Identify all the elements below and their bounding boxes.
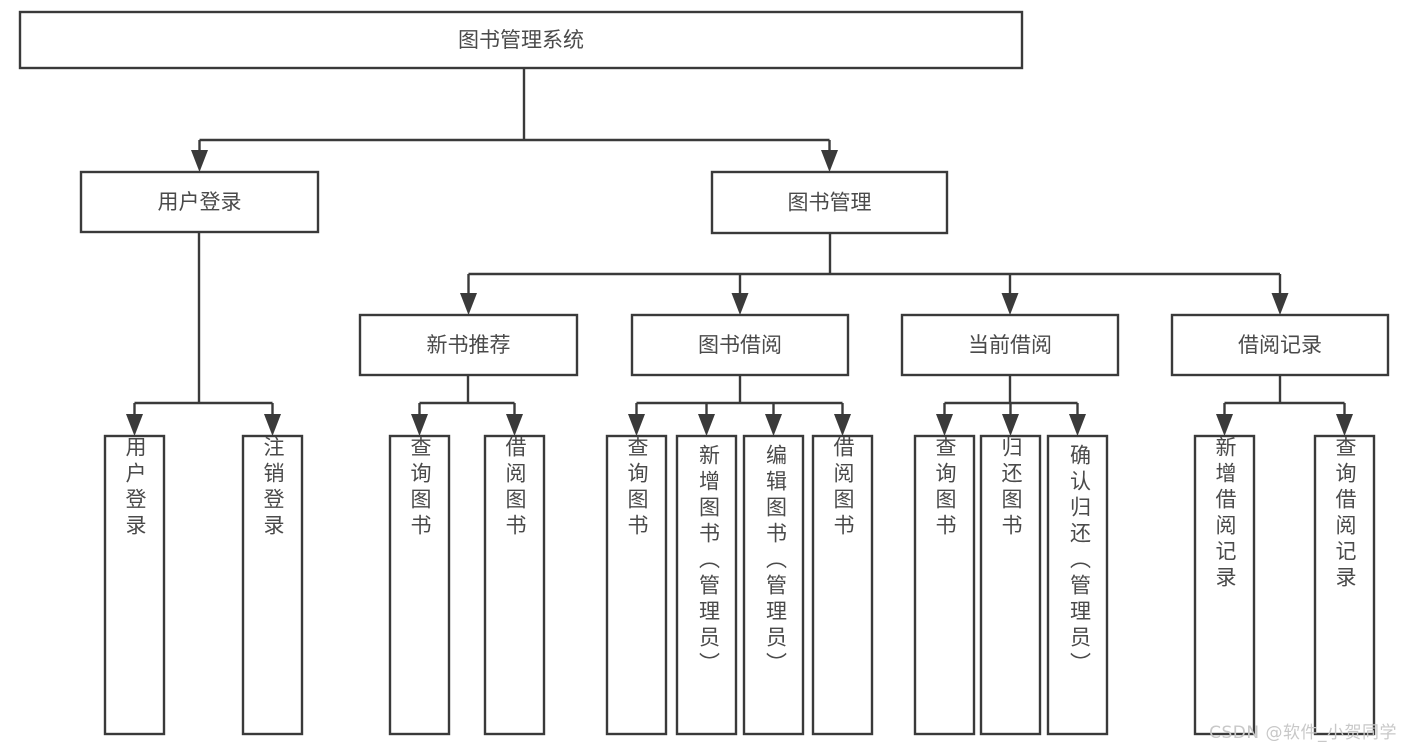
- node-box-current-borrow[interactable]: [900, 313, 1120, 377]
- node-label-leaf-add-borrow-record: 新增借阅记录: [1213, 436, 1237, 592]
- node-label-leaf-borrow-book-recommend: 借阅图书: [503, 436, 527, 540]
- node-box-leaf-borrow-book[interactable]: [811, 434, 874, 736]
- node-label-leaf-query-book-current: 查询图书: [933, 436, 957, 540]
- node-label-leaf-query-book-recommend: 查询图书: [408, 436, 432, 540]
- node-label-leaf-logout: 注销登录: [261, 436, 285, 540]
- arrow-head-icon: [834, 414, 851, 436]
- node-box-root[interactable]: [18, 10, 1024, 70]
- arrow-head-icon: [1001, 293, 1019, 315]
- node-box-leaf-query-book-recommend[interactable]: [388, 434, 451, 736]
- node-box-leaf-add-book[interactable]: [675, 434, 738, 736]
- node-label-leaf-borrow-book: 借阅图书: [831, 436, 855, 540]
- node-box-leaf-return-book[interactable]: [979, 434, 1042, 736]
- node-label-root: 图书管理系统: [458, 28, 584, 52]
- node-label-leaf-query-book-borrow: 查询图书: [625, 436, 649, 540]
- connector-group-user-login: [126, 232, 281, 436]
- arrow-head-icon: [1216, 414, 1233, 436]
- connector-group-borrow-record: [1216, 375, 1353, 436]
- node-box-leaf-user-login[interactable]: [103, 434, 166, 736]
- arrow-head-icon: [821, 150, 838, 172]
- connector-group-new-book-recommend: [411, 375, 523, 436]
- connector-group-root: [191, 68, 838, 172]
- arrow-head-icon: [264, 414, 281, 436]
- arrow-head-icon: [191, 150, 208, 172]
- node-label-leaf-edit-book: 编辑图书（管理员）: [763, 444, 788, 678]
- node-box-leaf-confirm-return[interactable]: [1046, 434, 1109, 736]
- arrow-head-icon: [936, 414, 953, 436]
- node-label-leaf-user-login: 用户登录: [123, 436, 147, 540]
- arrow-head-icon: [1002, 414, 1019, 436]
- connector-group-book-manage: [460, 233, 1289, 315]
- connectors-layer: [126, 68, 1353, 436]
- node-label-user-login: 用户登录: [158, 190, 242, 214]
- node-label-book-borrow: 图书借阅: [698, 333, 782, 357]
- node-box-new-book-recommend[interactable]: [358, 313, 579, 377]
- connector-group-book-borrow: [628, 375, 851, 436]
- node-label-book-manage: 图书管理: [788, 191, 872, 215]
- node-label-borrow-record: 借阅记录: [1238, 333, 1322, 357]
- node-box-book-manage[interactable]: [710, 170, 949, 235]
- arrow-head-icon: [411, 414, 428, 436]
- node-label-new-book-recommend: 新书推荐: [427, 333, 511, 357]
- arrow-head-icon: [765, 414, 782, 436]
- arrow-head-icon: [1336, 414, 1353, 436]
- node-label-leaf-query-borrow-record: 查询借阅记录: [1333, 436, 1357, 592]
- arrow-head-icon: [731, 293, 749, 315]
- node-box-user-login[interactable]: [79, 170, 320, 234]
- node-box-leaf-query-book-borrow[interactable]: [605, 434, 668, 736]
- node-label-leaf-add-book: 新增图书（管理员）: [696, 444, 721, 678]
- node-box-leaf-query-borrow-record[interactable]: [1313, 434, 1376, 736]
- connector-group-current-borrow: [936, 375, 1086, 436]
- node-label-leaf-return-book: 归还图书: [999, 436, 1023, 540]
- arrow-head-icon: [1069, 414, 1086, 436]
- arrow-head-icon: [460, 293, 477, 315]
- node-label-leaf-confirm-return: 确认归还（管理员）: [1067, 444, 1092, 678]
- arrow-head-icon: [1271, 293, 1289, 315]
- node-box-leaf-query-book-current[interactable]: [913, 434, 976, 736]
- node-box-leaf-edit-book[interactable]: [742, 434, 805, 736]
- arrow-head-icon: [698, 414, 715, 436]
- arrow-head-icon: [628, 414, 645, 436]
- node-box-leaf-borrow-book-recommend[interactable]: [483, 434, 546, 736]
- node-label-current-borrow: 当前借阅: [968, 333, 1052, 357]
- node-box-borrow-record[interactable]: [1170, 313, 1390, 377]
- arrow-head-icon: [126, 414, 143, 436]
- arrow-head-icon: [506, 414, 523, 436]
- node-box-leaf-add-borrow-record[interactable]: [1193, 434, 1256, 736]
- node-box-book-borrow[interactable]: [630, 313, 850, 377]
- node-box-leaf-logout[interactable]: [241, 434, 304, 736]
